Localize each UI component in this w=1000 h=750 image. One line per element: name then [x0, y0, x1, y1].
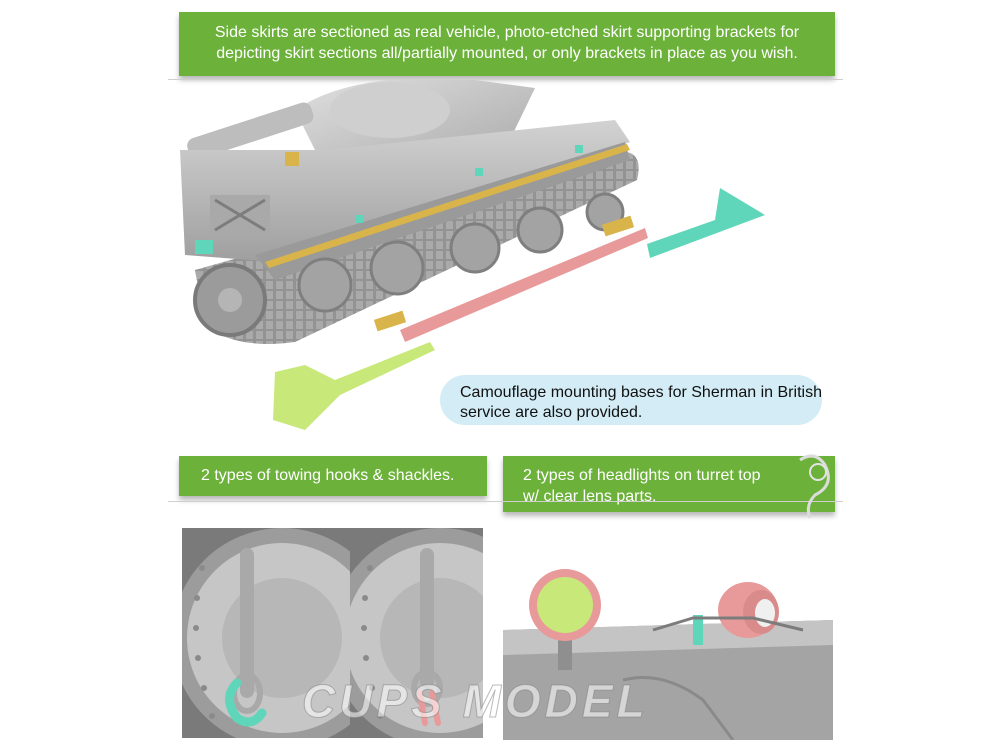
divider-top: [168, 79, 843, 80]
lights-caption-line-1: 2 types of headlights on turret top: [523, 467, 761, 484]
bubble-line-2: service are also provided.: [460, 404, 643, 421]
towing-hook-photo-type-1: [182, 528, 350, 738]
caption-banner-towing-hooks: 2 types of towing hooks & shackles.: [179, 456, 487, 496]
headlights-photo: [503, 560, 833, 740]
towing-hook-photo-type-2: [350, 528, 483, 738]
caption-bubble-camouflage-bases: Camouflage mounting bases for Sherman in…: [440, 375, 822, 425]
brand-watermark: CUPS MODEL: [302, 675, 649, 728]
caption-line-2: depicting skirt sections all/partially m…: [216, 45, 798, 62]
hooks-caption: 2 types of towing hooks & shackles.: [201, 467, 455, 484]
tank-side-skirt-render: [180, 80, 765, 430]
divider-middle: [168, 501, 843, 502]
caption-banner-headlights: 2 types of headlights on turret top w/ c…: [503, 456, 835, 512]
bubble-line-1: Camouflage mounting bases for Sherman in…: [460, 384, 822, 401]
decorative-sketch-icon: [799, 454, 830, 519]
lights-caption-line-2: w/ clear lens parts.: [523, 488, 657, 505]
caption-banner-side-skirts: Side skirts are sectioned as real vehicl…: [179, 12, 835, 76]
caption-line-1: Side skirts are sectioned as real vehicl…: [214, 24, 800, 41]
